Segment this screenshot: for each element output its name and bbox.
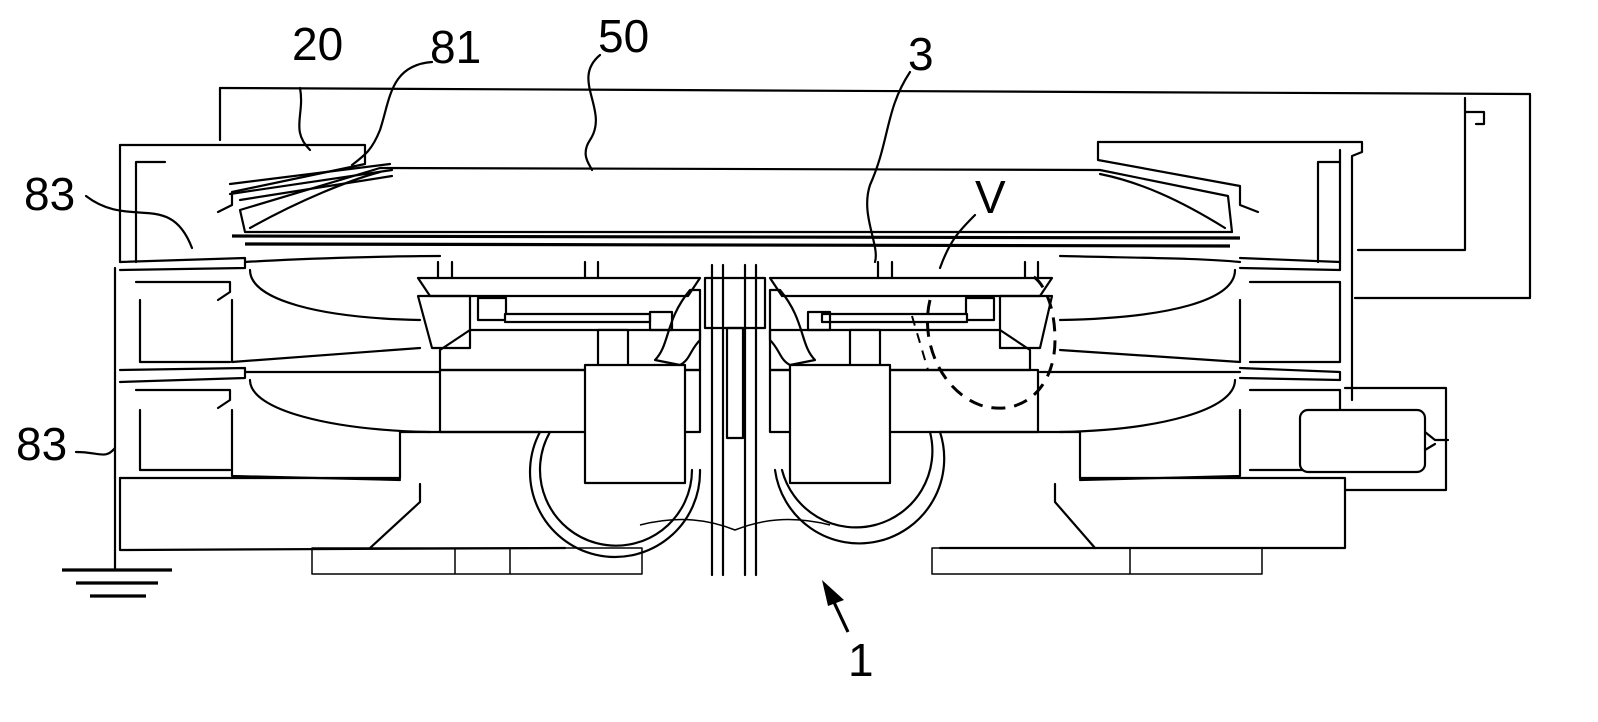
assembly-arrow [822, 580, 848, 632]
label-housing: 20 [292, 18, 343, 70]
central-shaft [705, 265, 765, 575]
side-component [1300, 388, 1448, 490]
cover [232, 168, 1240, 246]
label-region-v: V [975, 171, 1006, 223]
ground-symbol [62, 268, 172, 596]
label-cover: 50 [598, 10, 649, 62]
shield-tiers-left [120, 256, 440, 480]
label-element-3: 3 [908, 28, 934, 80]
label-assembly: 1 [848, 634, 874, 686]
outer-frame [220, 88, 1530, 298]
label-seal-ring: 81 [430, 21, 481, 73]
chuck-assembly [418, 262, 1052, 483]
label-ground-line-upper: 83 [24, 168, 75, 220]
base-plate [120, 432, 1345, 574]
label-ground-line-lower: 83 [16, 418, 67, 470]
seal-ring [230, 164, 392, 200]
